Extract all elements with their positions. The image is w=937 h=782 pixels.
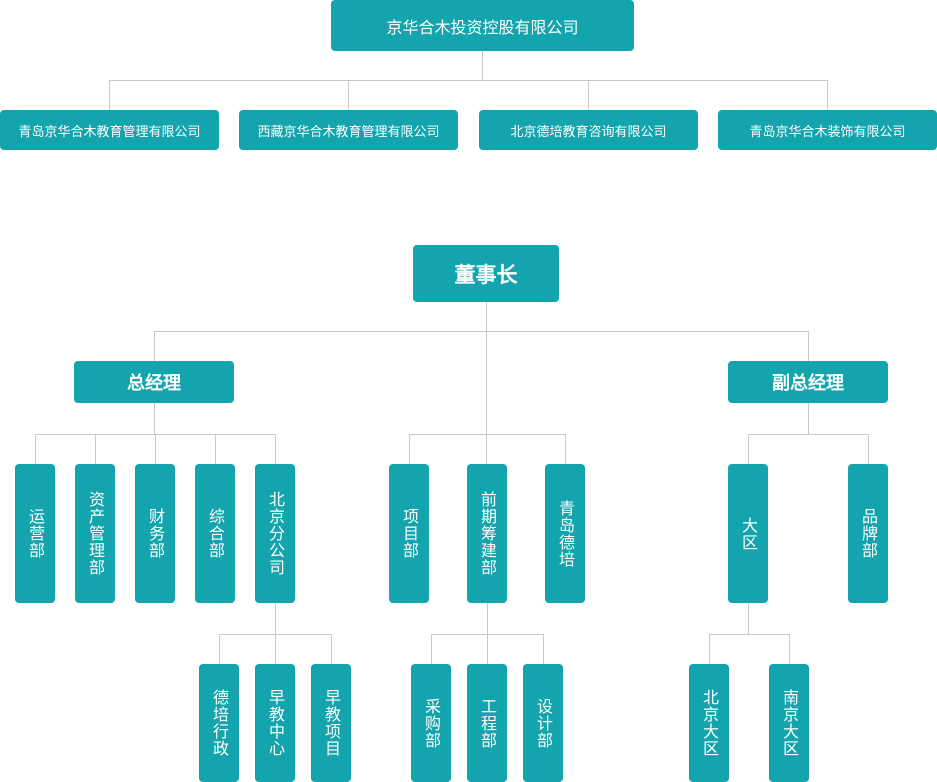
general-manager-node: 总经理: [74, 361, 234, 403]
root-company-node: 京华合木投资控股有限公司: [331, 0, 634, 51]
dept-node-asset-management: 资产管理部: [75, 464, 115, 603]
dept-node-qingdao-depei: 青岛德培: [545, 464, 585, 603]
unit-node-procurement: 采购部: [411, 664, 451, 782]
chairman-node: 董事长: [413, 245, 559, 302]
subsidiary-node-beijing-depei: 北京德培教育咨询有限公司: [479, 110, 698, 150]
unit-node-early-edu-center: 早教中心: [255, 664, 295, 782]
unit-node-depei-admin: 德培行政: [199, 664, 239, 782]
subsidiary-node-xizang-edu: 西藏京华合木教育管理有限公司: [239, 110, 458, 150]
subsidiary-node-qingdao-decor: 青岛京华合木装饰有限公司: [718, 110, 937, 150]
unit-node-design: 设计部: [523, 664, 563, 782]
dept-node-projects: 项目部: [389, 464, 429, 603]
deputy-general-manager-node: 副总经理: [728, 361, 888, 403]
unit-node-early-edu-project: 早教项目: [311, 664, 351, 782]
dept-node-general-affairs: 综合部: [195, 464, 235, 603]
dept-node-brand: 品牌部: [848, 464, 888, 603]
subsidiary-node-qingdao-edu: 青岛京华合木教育管理有限公司: [0, 110, 219, 150]
dept-node-beijing-branch: 北京分公司: [255, 464, 295, 603]
dept-node-preparation: 前期筹建部: [467, 464, 507, 603]
unit-node-beijing-region: 北京大区: [689, 664, 729, 782]
dept-node-finance: 财务部: [135, 464, 175, 603]
dept-node-region: 大区: [728, 464, 768, 603]
unit-node-engineering: 工程部: [467, 664, 507, 782]
unit-node-nanjing-region: 南京大区: [769, 664, 809, 782]
dept-node-operations: 运营部: [15, 464, 55, 603]
